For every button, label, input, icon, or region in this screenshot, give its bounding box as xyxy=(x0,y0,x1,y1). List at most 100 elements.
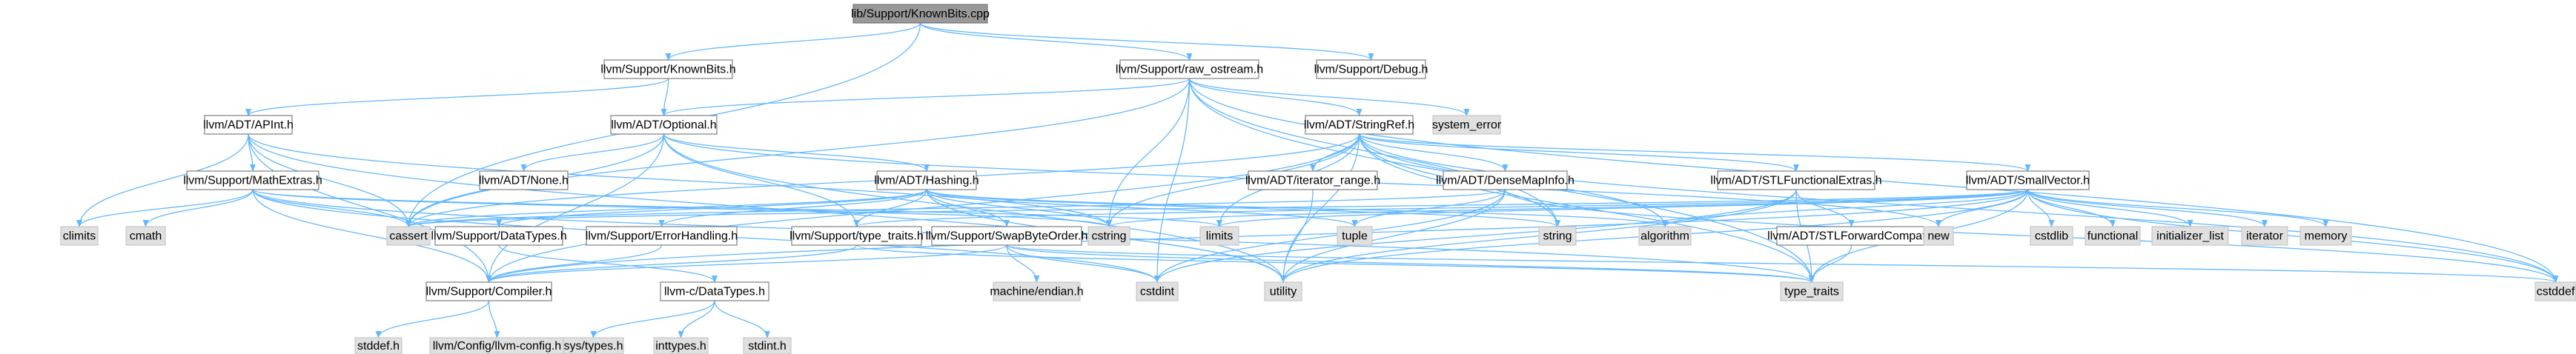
node-label: llvm/Support/type_traits.h xyxy=(789,230,924,243)
edge-hashing_h-to-algorithm xyxy=(926,189,1668,227)
edge-apint_h-to-cassert xyxy=(248,133,411,227)
edge-hashing_h-to-cassert xyxy=(405,189,927,227)
edge-c_datatypes_h-to-inttypes_h xyxy=(678,300,715,338)
edge-hashing_h-to-cstring xyxy=(926,189,1112,227)
node-label: llvm/Support/SwapByteOrder.h xyxy=(926,230,1088,243)
node-label: new xyxy=(1927,230,1950,243)
edge-smallvector_h-to-iterator xyxy=(2027,189,2268,227)
edge-compiler_h-to-stddef_h xyxy=(375,300,490,338)
node-label: llvm/ADT/StringRef.h xyxy=(1304,119,1414,132)
node-box xyxy=(1538,226,1577,246)
node-c-datatypes-h[interactable]: llvm-c/DataTypes.h xyxy=(660,281,769,301)
node-label: llvm/Support/Compiler.h xyxy=(426,286,552,298)
node-system-error: system_error xyxy=(1432,115,1502,135)
edge-kb_cpp-to-knownbits_h xyxy=(665,22,921,61)
node-box xyxy=(434,226,563,246)
node-label: inttypes.h xyxy=(655,340,706,353)
edge-stlfunctionalextras_h-to-stlforwardcompat_h xyxy=(1795,189,1855,227)
node-type-traits-h[interactable]: llvm/Support/type_traits.h xyxy=(789,226,924,246)
node-type-traits: type_traits xyxy=(1780,281,1844,301)
node-cstring: cstring xyxy=(1087,226,1130,246)
node-algorithm: algorithm xyxy=(1638,226,1692,246)
node-cassert: cassert xyxy=(386,226,431,246)
node-box xyxy=(791,226,922,246)
edge-raw_ostream_h-to-optional_h xyxy=(660,78,1191,116)
node-stlfunctionalextras-h[interactable]: llvm/ADT/STLFunctionalExtras.h xyxy=(1710,170,1882,190)
edge-smallvector_h-to-algorithm xyxy=(1662,189,2029,227)
node-stringref-h[interactable]: llvm/ADT/StringRef.h xyxy=(1304,115,1414,135)
edge-swapbyteorder_h-to-compiler_h xyxy=(486,244,1007,283)
node-apint-h[interactable]: llvm/ADT/APInt.h xyxy=(203,115,294,135)
edge-knownbits_h-to-apint_h xyxy=(245,78,669,116)
node-label: iterator xyxy=(2246,230,2283,243)
node-utility: utility xyxy=(1264,281,1302,301)
edge-apint_h-to-compiler_h xyxy=(248,133,492,283)
node-box xyxy=(610,115,718,135)
edge-densemapinfo_h-to-cassert xyxy=(405,189,1506,227)
node-debug-h[interactable]: llvm/Support/Debug.h xyxy=(1314,59,1428,79)
node-box xyxy=(876,170,977,190)
node-box xyxy=(1717,170,1875,190)
node-label: string xyxy=(1543,230,1572,243)
node-label: llvm/Support/ErrorHandling.h xyxy=(586,230,738,243)
node-compiler-h[interactable]: llvm/Support/Compiler.h xyxy=(426,281,552,301)
node-datatypes-h[interactable]: llvm/Support/DataTypes.h xyxy=(431,226,567,246)
node-box xyxy=(603,59,733,79)
node-cmath: cmath xyxy=(125,226,166,246)
edge-apint_h-to-cstring xyxy=(248,133,1112,227)
node-densemapinfo-h[interactable]: llvm/ADT/DenseMapInfo.h xyxy=(1436,170,1575,190)
node-swapbyteorder-h[interactable]: llvm/Support/SwapByteOrder.h xyxy=(926,226,1088,246)
node-label: llvm/ADT/iterator_range.h xyxy=(1245,175,1380,187)
node-errorhandling-h[interactable]: llvm/Support/ErrorHandling.h xyxy=(586,226,738,246)
edge-hashing_h-to-tuple xyxy=(926,189,1358,227)
node-label: stdint.h xyxy=(748,340,787,353)
node-knownbits-h[interactable]: llvm/Support/KnownBits.h xyxy=(600,59,736,79)
node-box xyxy=(1087,226,1130,246)
node-optional-h[interactable]: llvm/ADT/Optional.h xyxy=(610,115,718,135)
node-functional: functional xyxy=(2085,226,2141,246)
node-mathextras-h[interactable]: llvm/Support/MathExtras.h xyxy=(183,170,322,190)
node-stlforwardcompat-h[interactable]: llvm/ADT/STLForwardCompat.h xyxy=(1767,226,1936,246)
edge-optional_h-to-hashing_h xyxy=(663,133,930,172)
edge-apint_h-to-climits xyxy=(76,133,249,227)
node-label: initializer_list xyxy=(2156,230,2224,243)
node-hashing-h[interactable]: llvm/ADT/Hashing.h xyxy=(874,170,979,190)
node-label: llvm/ADT/Hashing.h xyxy=(874,175,979,187)
node-raw-ostream-h[interactable]: llvm/Support/raw_ostream.h xyxy=(1116,59,1263,79)
edge-smallvector_h-to-cstdlib xyxy=(2027,189,2055,227)
node-box xyxy=(2151,226,2229,246)
edge-optional_h-to-none_h xyxy=(520,133,665,172)
edge-datatypes_h-to-c_datatypes_h xyxy=(498,244,718,283)
node-inttypes-h: inttypes.h xyxy=(653,337,709,354)
edge-swapbyteorder_h-to-machine_endian_h xyxy=(1006,244,1040,283)
node-cstddef: cstddef xyxy=(2534,281,2576,301)
edge-stringref_h-to-compiler_h xyxy=(486,133,1360,283)
node-label: llvm-c/DataTypes.h xyxy=(664,286,765,298)
edge-smallvector_h-to-functional xyxy=(2027,189,2116,227)
node-none-h[interactable]: llvm/ADT/None.h xyxy=(479,170,569,190)
node-smallvector-h[interactable]: llvm/ADT/SmallVector.h xyxy=(1966,170,2090,190)
node-label: llvm/ADT/STLForwardCompat.h xyxy=(1767,230,1936,243)
edge-smallvector_h-to-limits xyxy=(1216,189,2029,227)
node-label: limits xyxy=(1206,230,1233,243)
node-box xyxy=(931,226,1082,246)
node-label: cmath xyxy=(130,230,162,243)
edge-raw_ostream_h-to-string xyxy=(1188,78,1560,227)
edge-smallvector_h-to-cassert xyxy=(405,189,2029,227)
node-label: climits xyxy=(63,230,96,243)
edge-swapbyteorder_h-to-cstdint xyxy=(1006,244,1160,283)
node-box xyxy=(2085,226,2141,246)
node-box xyxy=(743,337,792,354)
node-box xyxy=(125,226,166,246)
edge-stringref_h-to-densemapinfo_h xyxy=(1358,133,1509,172)
node-label: cassert xyxy=(389,230,428,243)
node-box xyxy=(1248,170,1378,190)
node-box xyxy=(1780,281,1844,301)
node-box xyxy=(2534,281,2576,301)
node-box xyxy=(186,170,319,190)
edge-stringref_h-to-stlfunctionalextras_h xyxy=(1358,133,1799,172)
node-box xyxy=(2030,226,2073,246)
node-iterator-range-h[interactable]: llvm/ADT/iterator_range.h xyxy=(1245,170,1380,190)
node-kb-cpp[interactable]: lib/Support/KnownBits.cpp xyxy=(851,4,990,24)
edge-type_traits_h-to-type_traits xyxy=(855,244,1815,283)
